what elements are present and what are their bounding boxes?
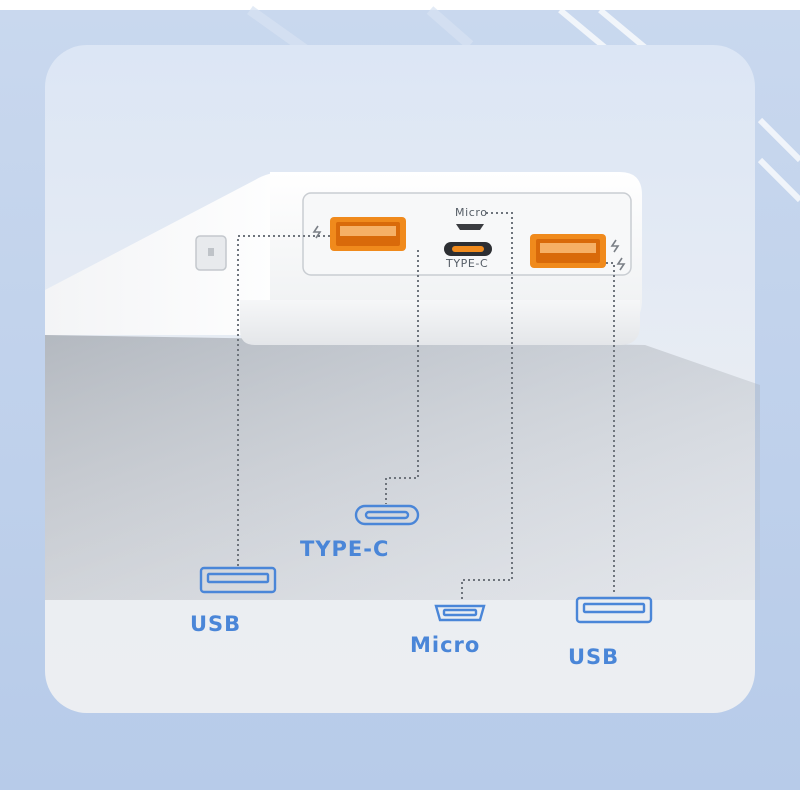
micro-usb-port-icon	[434, 604, 486, 622]
right-usb-port	[530, 234, 606, 268]
usb-a-port-icon	[575, 596, 653, 624]
type-c-port	[444, 242, 492, 256]
usb-c-port-icon	[354, 504, 420, 526]
micro-usb-port	[456, 224, 484, 230]
callout-label-usb-left: USB	[190, 612, 242, 636]
device-shadow	[45, 335, 760, 600]
usb-a-port-icon	[199, 566, 277, 594]
device-side-face	[45, 172, 300, 335]
callout-label-micro: Micro	[410, 633, 481, 657]
left-usb-port	[330, 217, 406, 251]
device-bottom-edge	[240, 300, 640, 345]
callout-label-usb-right: USB	[568, 645, 620, 669]
device-micro-label: Micro	[455, 206, 488, 219]
device-type-c-label: TYPE-C	[446, 257, 489, 270]
callout-label-type-c: TYPE-C	[300, 537, 390, 561]
connector-lines	[237, 212, 615, 602]
